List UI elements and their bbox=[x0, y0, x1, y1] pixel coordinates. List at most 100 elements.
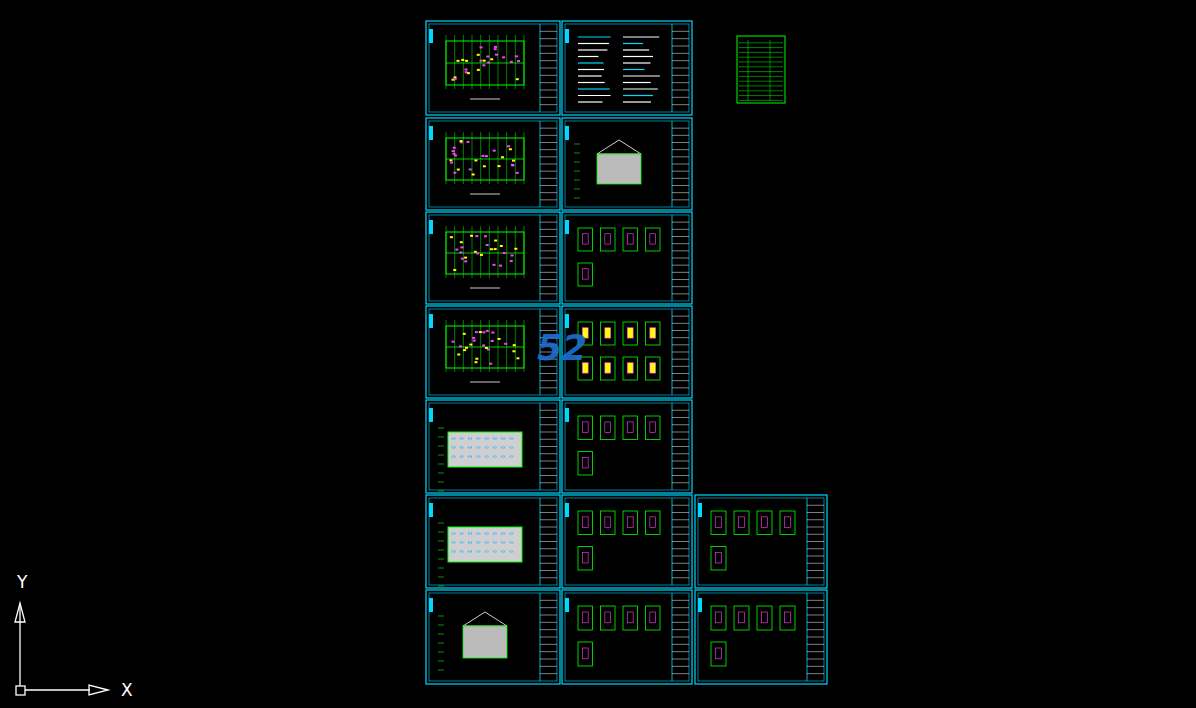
plan-symbol bbox=[456, 60, 459, 62]
elevation-wall bbox=[448, 527, 522, 562]
plan-symbol bbox=[504, 343, 507, 345]
title-block-row bbox=[672, 461, 689, 462]
title-block-row bbox=[672, 192, 689, 193]
title-block-row bbox=[807, 622, 824, 623]
sheet-frame bbox=[698, 498, 824, 585]
plan-symbol bbox=[500, 245, 503, 247]
plan-symbol bbox=[513, 344, 516, 346]
title-block-row bbox=[672, 68, 689, 69]
title-block-row bbox=[672, 236, 689, 237]
title-block-row bbox=[540, 192, 557, 193]
cad-stroke bbox=[454, 320, 455, 372]
level-mark bbox=[574, 144, 580, 145]
note-line bbox=[578, 56, 598, 57]
title-block-row bbox=[672, 541, 689, 542]
drawing-sheet bbox=[695, 590, 827, 684]
window bbox=[485, 542, 488, 543]
plan-symbol bbox=[467, 141, 470, 143]
title-block-row bbox=[672, 31, 689, 32]
title-block-row bbox=[540, 250, 557, 251]
detail-frame bbox=[734, 511, 749, 535]
plan-symbol bbox=[494, 248, 497, 250]
window bbox=[469, 551, 472, 552]
sheet-frame bbox=[698, 593, 824, 681]
cad-stroke bbox=[506, 35, 507, 89]
detail-part bbox=[627, 328, 633, 338]
plan-symbol bbox=[516, 357, 519, 359]
detail-part bbox=[605, 234, 611, 244]
detail-frame bbox=[711, 511, 726, 535]
cad-stroke bbox=[498, 132, 499, 184]
detail-part bbox=[650, 234, 656, 244]
sheet-title-line bbox=[470, 99, 500, 100]
window bbox=[452, 456, 455, 457]
level-mark bbox=[574, 189, 580, 190]
level-mark bbox=[438, 473, 444, 474]
drawing-sheet bbox=[426, 400, 560, 493]
title-block-row bbox=[672, 527, 689, 528]
level-mark bbox=[438, 455, 444, 456]
sheet-frame bbox=[565, 403, 689, 490]
title-block-row bbox=[672, 82, 689, 83]
note-line bbox=[623, 56, 653, 57]
drawing-sheet bbox=[562, 118, 692, 210]
title-block-row bbox=[540, 236, 557, 237]
table-row bbox=[739, 95, 783, 96]
detail-frame bbox=[623, 511, 638, 535]
title-block-row bbox=[540, 659, 557, 660]
note-line bbox=[623, 49, 649, 50]
plan-symbol bbox=[511, 164, 514, 166]
drawing-sheet bbox=[562, 212, 692, 304]
note-line bbox=[578, 75, 602, 76]
title-block-row bbox=[540, 673, 557, 674]
plan-symbol bbox=[490, 248, 493, 250]
drawing-sheet bbox=[426, 21, 560, 115]
level-mark bbox=[438, 661, 444, 662]
level-mark bbox=[438, 616, 444, 617]
drawing-sheet bbox=[562, 400, 692, 493]
title-block-row bbox=[540, 615, 557, 616]
binding-mark bbox=[429, 220, 433, 234]
sheet-border bbox=[695, 495, 827, 588]
cad-stroke bbox=[480, 132, 481, 184]
title-block-row bbox=[540, 75, 557, 76]
sheet-border bbox=[562, 590, 692, 684]
note-line bbox=[578, 36, 611, 37]
window bbox=[510, 438, 513, 439]
cad-stroke bbox=[515, 35, 516, 89]
detail-frame bbox=[646, 511, 661, 535]
plan-symbol bbox=[487, 62, 490, 64]
cad-stroke bbox=[498, 226, 499, 278]
window bbox=[502, 447, 505, 448]
title-block-row bbox=[540, 53, 557, 54]
detail-part bbox=[605, 363, 611, 373]
binding-mark bbox=[698, 503, 702, 517]
title-block-row bbox=[672, 673, 689, 674]
title-block-row bbox=[672, 185, 689, 186]
title-block-row bbox=[540, 453, 557, 454]
detail-part bbox=[785, 612, 791, 623]
title-block-row bbox=[540, 527, 557, 528]
plan-symbol bbox=[450, 236, 453, 238]
title-block-row bbox=[672, 424, 689, 425]
title-block-row bbox=[672, 60, 689, 61]
detail-frame bbox=[578, 511, 593, 535]
plan-symbol bbox=[457, 169, 460, 171]
cad-stroke bbox=[524, 320, 525, 372]
cad-stroke bbox=[524, 226, 525, 278]
sheet-border bbox=[562, 118, 692, 210]
sheet-frame bbox=[565, 593, 689, 681]
plan-symbol bbox=[475, 358, 478, 360]
plan-symbol bbox=[460, 140, 463, 142]
title-block-row bbox=[672, 534, 689, 535]
title-block-row bbox=[672, 417, 689, 418]
title-block-row bbox=[672, 128, 689, 129]
title-block-row bbox=[672, 629, 689, 630]
title-block-row bbox=[540, 104, 557, 105]
detail-frame bbox=[601, 228, 616, 251]
window bbox=[477, 438, 480, 439]
cad-stroke bbox=[446, 226, 447, 278]
title-block-row bbox=[672, 468, 689, 469]
level-mark bbox=[438, 541, 444, 542]
sheet-frame bbox=[429, 403, 557, 490]
